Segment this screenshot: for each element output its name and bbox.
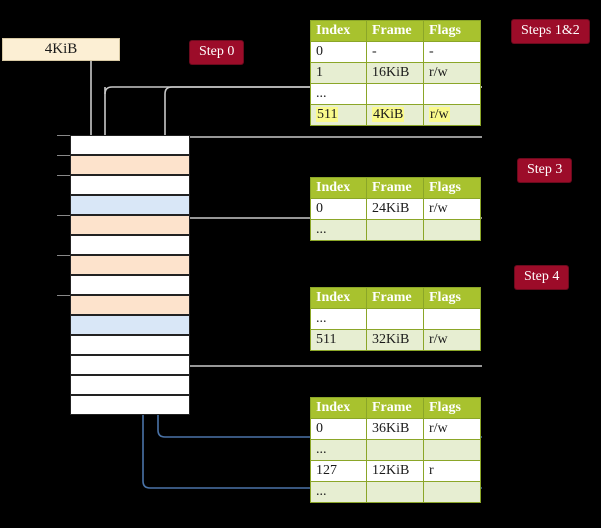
table-row: ... — [310, 83, 481, 105]
table-row: ... — [310, 219, 481, 241]
cell-index: 1 — [310, 62, 367, 84]
cell-flags: r/w — [423, 329, 481, 351]
cell-index: ... — [310, 219, 367, 241]
memory-frame-tick — [57, 255, 70, 256]
memory-frame-row — [70, 215, 190, 235]
source-frame-label: 4KiB — [44, 41, 78, 57]
step-label-0: Step 0 — [190, 41, 244, 64]
cell-flags — [423, 439, 481, 461]
cell-index: ... — [310, 481, 367, 503]
cell-index: 127 — [310, 460, 367, 482]
memory-frame-row — [70, 235, 190, 255]
table-row: 0-- — [310, 41, 481, 63]
table-row: ... — [310, 308, 481, 330]
memory-frame-tick — [57, 155, 70, 156]
cell-flags — [423, 219, 481, 241]
table-header-row: Index Frame Flags — [310, 20, 481, 42]
memory-frame-tick — [57, 215, 70, 216]
memory-frame-tick — [57, 135, 70, 136]
cell-frame: 36KiB — [366, 418, 424, 440]
memory-frame-row — [70, 175, 190, 195]
cell-index: 0 — [310, 41, 367, 63]
step-label-4: Step 4 — [515, 266, 569, 289]
memory-frame-row — [70, 335, 190, 355]
cell-flags: r/w — [423, 104, 481, 126]
cell-frame: 4KiB — [366, 104, 424, 126]
column-header-index: Index — [310, 177, 367, 199]
cell-flags — [423, 83, 481, 105]
table-row: ... — [310, 439, 481, 461]
column-header-flags: Flags — [423, 177, 481, 199]
column-header-frame: Frame — [366, 177, 424, 199]
memory-frame-row — [70, 155, 190, 175]
column-header-index: Index — [310, 397, 367, 419]
column-header-frame: Frame — [366, 287, 424, 309]
cell-flags: r/w — [423, 198, 481, 220]
cell-frame — [366, 308, 424, 330]
cell-flags: r/w — [423, 62, 481, 84]
memory-frame-row — [70, 375, 190, 395]
memory-frame-tick — [57, 295, 70, 296]
cell-frame: 12KiB — [366, 460, 424, 482]
step-label-3: Step 3 — [518, 159, 572, 182]
physical-memory-column — [57, 135, 190, 415]
cell-index: ... — [310, 308, 367, 330]
wire-step0-source-to-frame — [61, 49, 98, 152]
table-row: ... — [310, 481, 481, 503]
memory-frame-row — [70, 275, 190, 295]
cell-frame — [366, 83, 424, 105]
table-header-row: Index Frame Flags — [310, 397, 481, 419]
cell-frame: 32KiB — [366, 329, 424, 351]
wire-l4-511-to-frame — [167, 136, 482, 152]
cell-frame — [366, 219, 424, 241]
cell-frame: - — [366, 41, 424, 63]
cell-index: ... — [310, 83, 367, 105]
cell-frame: 24KiB — [366, 198, 424, 220]
memory-frame-row — [70, 255, 190, 275]
memory-frame-tick — [57, 175, 70, 176]
cell-frame — [366, 439, 424, 461]
source-frame-box: 4KiB — [2, 38, 120, 61]
table-header-row: Index Frame Flags — [310, 177, 481, 199]
cell-index: 511 — [310, 104, 367, 126]
cell-flags — [423, 308, 481, 330]
cell-flags: - — [423, 41, 481, 63]
cell-index: 0 — [310, 198, 367, 220]
cell-frame — [366, 481, 424, 503]
column-header-frame: Frame — [366, 397, 424, 419]
memory-frame-row — [70, 395, 190, 415]
cell-flags: r/w — [423, 418, 481, 440]
column-header-flags: Flags — [423, 287, 481, 309]
memory-frame-row — [70, 295, 190, 315]
column-header-flags: Flags — [423, 397, 481, 419]
memory-frame-row — [70, 135, 190, 155]
cell-flags: r — [423, 460, 481, 482]
column-header-flags: Flags — [423, 20, 481, 42]
column-header-index: Index — [310, 20, 367, 42]
memory-frame-row — [70, 315, 190, 335]
column-header-frame: Frame — [366, 20, 424, 42]
memory-frame-row — [70, 195, 190, 215]
cell-frame: 16KiB — [366, 62, 424, 84]
cell-index: 0 — [310, 418, 367, 440]
cell-index: 511 — [310, 329, 367, 351]
cell-index: ... — [310, 439, 367, 461]
column-header-index: Index — [310, 287, 367, 309]
memory-frame-row — [70, 355, 190, 375]
cell-flags — [423, 481, 481, 503]
table-header-row: Index Frame Flags — [310, 287, 481, 309]
step-label-1-2: Steps 1&2 — [512, 20, 589, 43]
